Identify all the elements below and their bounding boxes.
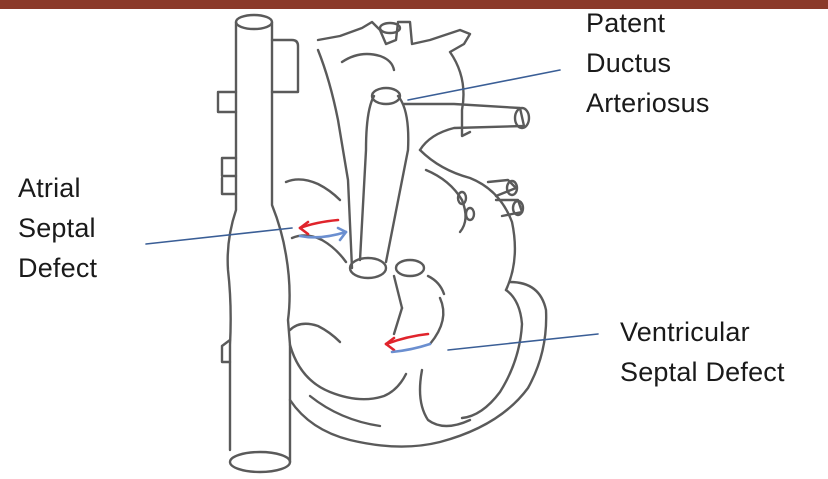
- tricuspid-valve-ring: [396, 260, 424, 276]
- vena-cava-left-wall: [228, 22, 236, 450]
- label-atrial-septal-defect: Atrial Septal Defect: [18, 168, 97, 288]
- left-ventricle-wall: [462, 290, 522, 418]
- left-branch-upper: [218, 92, 236, 112]
- asd-line-3: Defect: [18, 248, 97, 288]
- asd-pointer-line: [146, 228, 292, 244]
- right-ventricle-lower: [290, 282, 546, 447]
- pointer-lines: [146, 70, 598, 350]
- left-branch-mid: [222, 158, 236, 194]
- pda-line-3: Arteriosus: [586, 83, 710, 123]
- mitral-leaflets: [394, 276, 444, 308]
- pda-line-1: Patent: [586, 3, 710, 43]
- vsd-pointer-line: [448, 334, 598, 350]
- svc-side-vessel: [272, 40, 298, 92]
- right-ventricle-outer: [290, 324, 340, 342]
- right-atrium-bottom: [292, 235, 346, 262]
- vsd-arrow-blue: [392, 344, 430, 352]
- label-patent-ductus-arteriosus: Patent Ductus Arteriosus: [586, 3, 710, 123]
- pv-inner-2: [466, 208, 474, 220]
- aortic-valve-ring: [350, 258, 386, 278]
- vsd-arrow-red-head: [386, 338, 394, 350]
- vsd-line-2: Septal Defect: [620, 352, 785, 392]
- pulmonary-artery-branch: [404, 104, 524, 150]
- pulmonary-trunk-left: [360, 96, 374, 260]
- right-ventricle-wall: [290, 345, 406, 399]
- pulmonary-trunk-right: [386, 96, 408, 262]
- label-ventricular-septal-defect: Ventricular Septal Defect: [620, 312, 785, 392]
- ivc-bottom-opening: [230, 452, 290, 472]
- right-atrium-top: [286, 179, 340, 200]
- aortic-arch: [318, 22, 470, 136]
- left-ventricle-outer: [310, 396, 380, 426]
- vena-cava-right-wall: [272, 22, 290, 462]
- pda-line-2: Ductus: [586, 43, 710, 83]
- asd-arrow-red-head: [300, 222, 308, 234]
- pda-pointer-line: [408, 70, 560, 100]
- pulmonary-opening: [372, 88, 400, 104]
- vsd-line-1: Ventricular: [620, 312, 785, 352]
- heart-outline: [218, 15, 546, 472]
- svc-top-opening: [236, 15, 272, 29]
- aorta-inner-wall: [342, 54, 394, 70]
- asd-line-2: Septal: [18, 208, 97, 248]
- asd-line-1: Atrial: [18, 168, 97, 208]
